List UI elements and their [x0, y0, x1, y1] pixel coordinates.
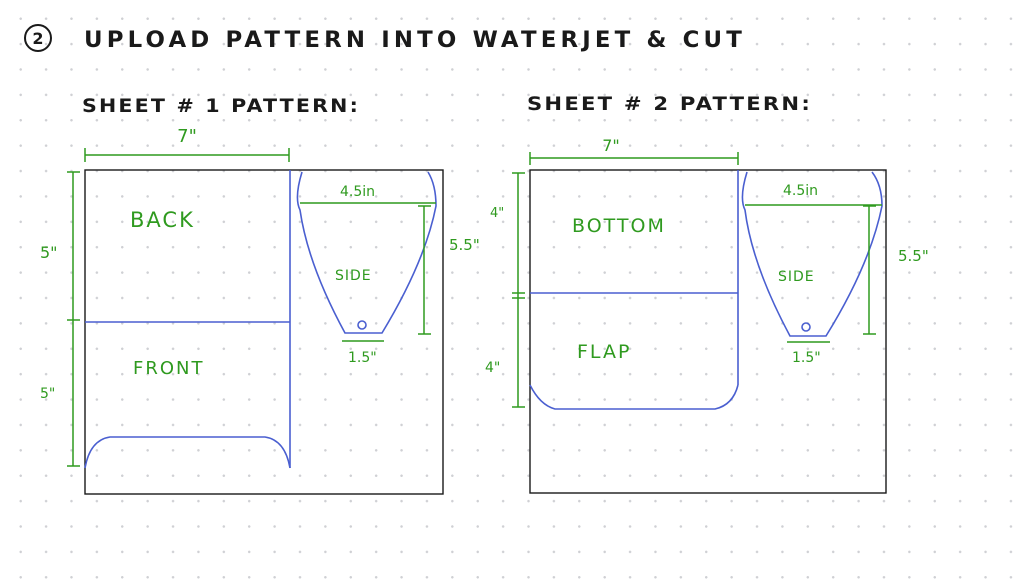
sheet2-pattern: SHEET # 2 PATTERN: BOTTOM FLAP SIDE 7" 4… [485, 93, 929, 494]
sheet1-pattern: SHEET # 1 PATTERN: BACK FRONT SIDE 7" 5"… [40, 95, 480, 495]
sheet1-front-dim: 5" [40, 386, 55, 402]
sheet2-width-dim: 7" [602, 136, 620, 155]
sheet1-side-width-dim: 4.5in [340, 184, 375, 200]
sheet2-side-cut [741, 171, 883, 337]
sheet1-back-dim: 5" [40, 243, 58, 262]
sheet1-side-cut [296, 171, 437, 334]
step-header: 2 UPLOAD PATTERN INTO WATERJET & CUT [24, 24, 746, 53]
sheet2-outline [529, 169, 887, 494]
sheet2-bottom-dim: 4" [490, 206, 504, 221]
sheet2-side-hole [801, 322, 811, 332]
sheet1-front-bottom-cut [84, 436, 291, 469]
sheet1-side-height-dim: 5.5" [449, 236, 480, 254]
sheet2-side-label: SIDE [778, 269, 815, 285]
sheet1-heading: SHEET # 1 PATTERN: [82, 95, 360, 117]
sheet2-heading: SHEET # 2 PATTERN: [527, 93, 812, 115]
sheet2-flap-bottom-cut [529, 384, 739, 410]
sheet2-bottom-label: BOTTOM [572, 215, 666, 237]
sheet1-front-label: FRONT [133, 358, 205, 379]
step-title: UPLOAD PATTERN INTO WATERJET & CUT [84, 28, 746, 53]
sheet1-width-dim: 7" [177, 126, 197, 147]
sheet1-side-bottom-dim: 1.5" [348, 350, 377, 366]
step-number: 2 [32, 29, 43, 48]
sheet1-side-hole [357, 320, 367, 330]
sheet1-side-label: SIDE [335, 268, 372, 284]
sheet1-back-label: BACK [130, 208, 195, 232]
sheet2-flap-label: FLAP [577, 341, 631, 363]
sheet2-side-width-dim: 4.5in [783, 183, 818, 199]
sheet2-flap-dim: 4" [485, 360, 500, 376]
sheet2-side-bottom-dim: 1.5" [792, 350, 821, 366]
step-number-circle [24, 24, 52, 52]
sheet1-outline [84, 169, 444, 495]
sheet2-side-height-dim: 5.5" [898, 247, 929, 265]
